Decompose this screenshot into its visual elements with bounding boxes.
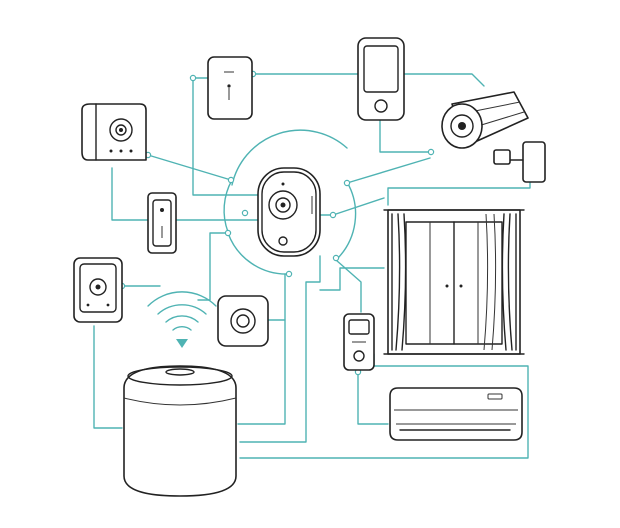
wifi-signal-icon xyxy=(147,291,217,348)
air-conditioner-icon[interactable] xyxy=(389,387,523,441)
window-curtains-icon[interactable] xyxy=(383,209,525,355)
mini-camera-icon[interactable] xyxy=(81,103,147,161)
connector-dot xyxy=(329,211,337,219)
line-hub-lower-route xyxy=(239,255,321,443)
connector-dot xyxy=(227,176,235,184)
line-dial-to-speaker xyxy=(237,319,286,425)
hub-ring-inner xyxy=(227,232,290,275)
line-hub-to-cctv xyxy=(346,157,431,184)
connector-dot xyxy=(343,179,351,187)
connector-dot xyxy=(285,270,293,278)
smart-dial-icon[interactable] xyxy=(217,295,269,347)
hub-ring-left xyxy=(223,179,233,233)
smart-speaker-icon[interactable] xyxy=(123,365,237,497)
connector-dot xyxy=(224,229,232,237)
line-door-to-hub xyxy=(192,77,261,196)
connector-dot xyxy=(189,74,197,82)
line-outlet-to-speaker xyxy=(93,325,123,429)
line-phone-to-cctv xyxy=(403,73,485,87)
door-sensor-icon[interactable] xyxy=(207,56,253,120)
smart-outlet-icon[interactable] xyxy=(73,257,123,323)
connection-lines xyxy=(93,70,531,459)
line-hub-to-window xyxy=(319,197,385,216)
line-window-to-remote xyxy=(319,267,385,291)
hub-ring-outer-right xyxy=(335,181,357,261)
connector-dot xyxy=(241,209,249,217)
line-camera-to-switch xyxy=(111,167,149,221)
security-camera-hub-icon[interactable] xyxy=(257,167,321,257)
remote-control-icon[interactable] xyxy=(343,313,375,371)
hub-ring-outer xyxy=(231,129,348,186)
line-dial-to-hub xyxy=(267,273,286,321)
line-phone-down xyxy=(379,119,432,153)
cctv-camera-icon[interactable] xyxy=(441,91,546,183)
line-camera-to-hub xyxy=(147,154,232,181)
line-hub-to-speaker xyxy=(197,232,229,301)
connector-dot xyxy=(427,148,435,156)
connector-dot xyxy=(332,254,340,262)
wall-switch-icon[interactable] xyxy=(147,192,177,254)
smartphone-icon[interactable] xyxy=(357,37,405,121)
line-remote-to-ac xyxy=(357,371,389,425)
